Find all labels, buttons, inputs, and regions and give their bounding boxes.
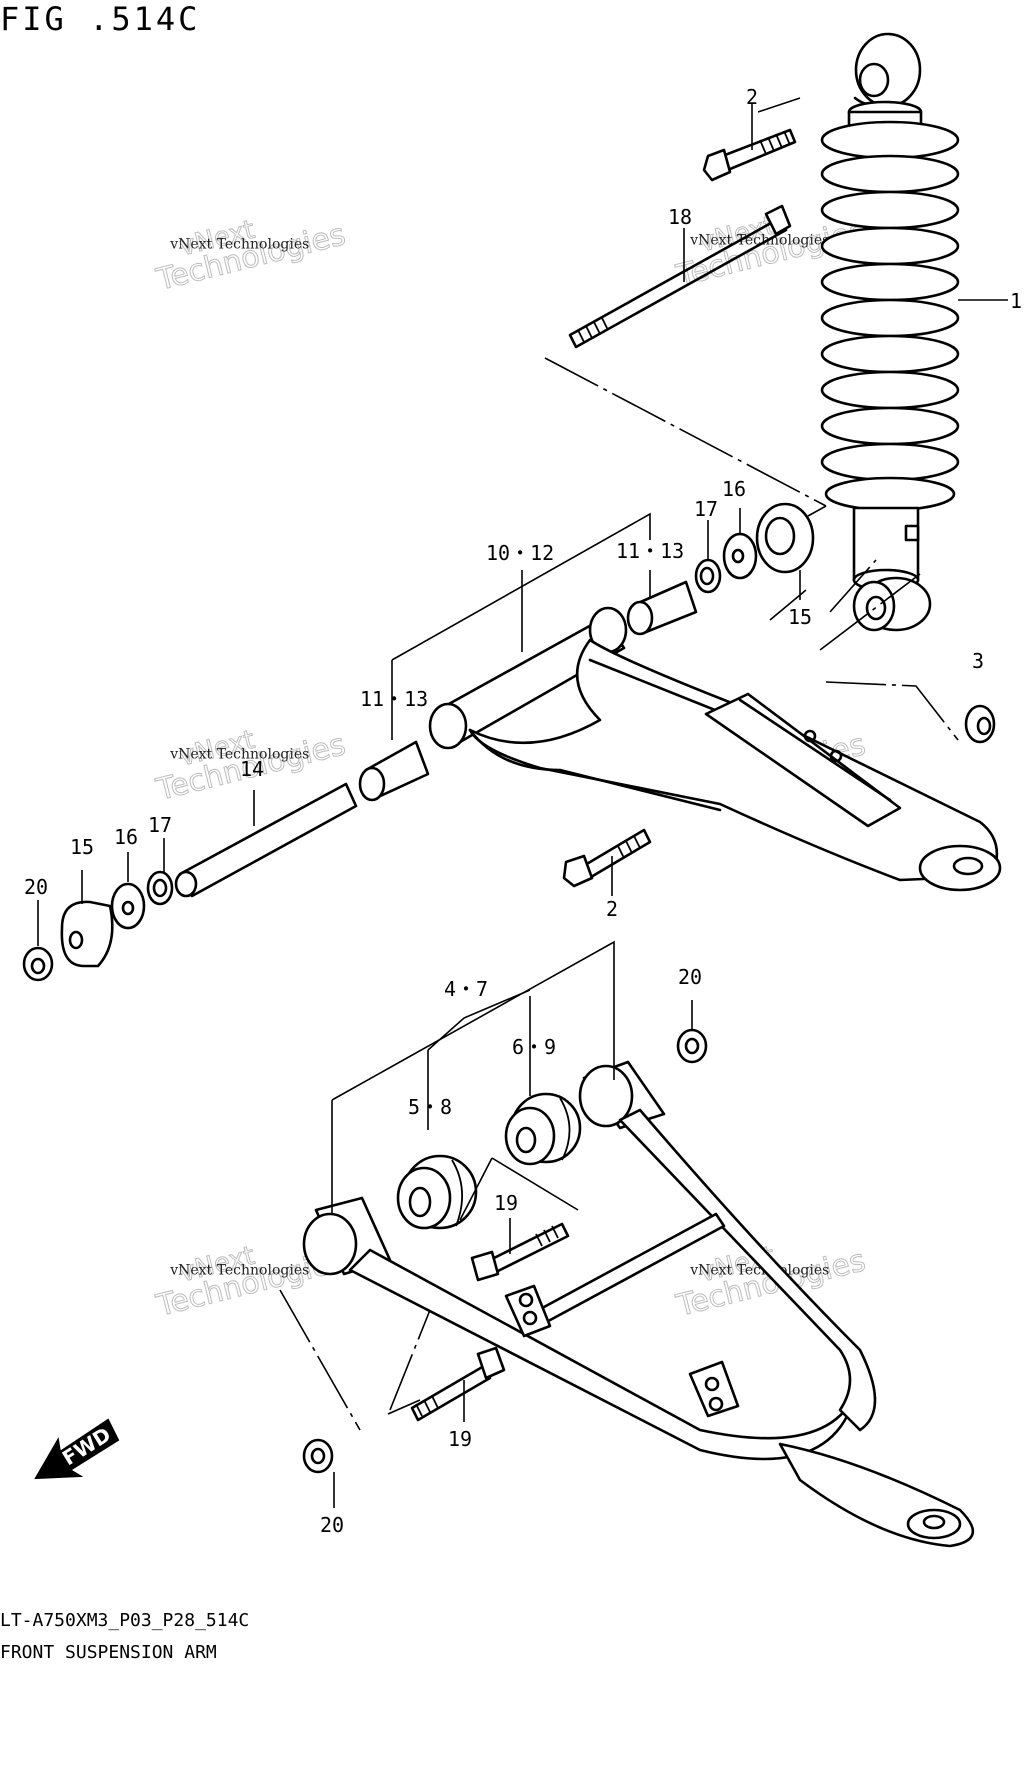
bolt-19-upper — [470, 1222, 570, 1282]
leader-lines — [37, 97, 1008, 1508]
svg-text:vNext Technologies: vNext Technologies — [169, 236, 309, 252]
figure-title: FIG .514C — [0, 0, 201, 38]
callout-15-upper: 15 — [788, 605, 812, 629]
callout-19-upper: 19 — [494, 1191, 518, 1215]
callout-10-12: 10・12 — [486, 541, 554, 565]
ring-17-upper — [694, 558, 722, 594]
bushing-6-9 — [504, 1092, 582, 1166]
collar-15-lower — [60, 900, 114, 968]
bushing-11-13-upper — [626, 580, 698, 636]
lower-arm — [302, 1060, 975, 1548]
callout-2-mid: 2 — [606, 897, 618, 921]
callout-17-upper: 17 — [694, 497, 718, 521]
bolt-2-top — [702, 128, 797, 182]
callout-11-13-upper: 11・13 — [616, 539, 684, 563]
callout-3: 3 — [972, 649, 984, 673]
callout-16-upper: 16 — [722, 477, 746, 501]
fwd-arrow-icon: FWD — [34, 1418, 120, 1480]
shock-absorber — [820, 32, 960, 632]
pipe-14 — [174, 782, 358, 898]
svg-text:vNext Technologies: vNext Technologies — [169, 746, 309, 762]
bolt-19-lower — [410, 1346, 506, 1422]
figure-name: FRONT SUSPENSION ARM — [0, 1642, 217, 1663]
callout-20-bottom: 20 — [320, 1513, 344, 1537]
nut-20-upper — [22, 946, 54, 982]
ring-17-lower — [146, 870, 174, 906]
bolt-18-long — [568, 204, 792, 349]
callout-11-13-lower: 11・13 — [360, 687, 428, 711]
upper-arm — [428, 606, 1002, 892]
bushing-11-13-lower — [358, 740, 430, 802]
washer-16-lower — [110, 882, 146, 930]
callout-6-9: 6・9 — [512, 1035, 556, 1059]
svg-text:vNext Technologies: vNext Technologies — [689, 232, 829, 248]
callout-2-top: 2 — [746, 85, 758, 109]
washer-16-upper — [722, 532, 758, 580]
watermark-mid-left: vNext Technologies vNext Technologies — [152, 724, 349, 808]
bolt-2-mid — [562, 828, 652, 888]
callout-14: 14 — [240, 757, 264, 781]
coil-spring — [820, 120, 960, 512]
callout-20-right: 20 — [678, 965, 702, 989]
nut-20-right — [676, 1028, 708, 1064]
callout-19-lower: 19 — [448, 1427, 472, 1451]
svg-text:vNext Technologies: vNext Technologies — [169, 1262, 309, 1278]
collar-15-upper — [755, 502, 815, 574]
callout-1: 1 — [1010, 289, 1022, 313]
model-code: LT-A750XM3_P03_P28_514C — [0, 1610, 250, 1631]
nut-3 — [964, 704, 996, 744]
callout-4-7: 4・7 — [444, 977, 488, 1001]
callout-20-upper: 20 — [24, 875, 48, 899]
svg-text:vNext Technologies: vNext Technologies — [689, 1262, 829, 1278]
callout-17-lower: 17 — [148, 813, 172, 837]
svg-text:FWD: FWD — [58, 1422, 115, 1470]
callout-5-8: 5・8 — [408, 1095, 452, 1119]
callout-labels: 1 2 18 17 16 15 3 11・13 10・12 11・13 14 1… — [24, 85, 1022, 1537]
watermark-top-left: vNext Technologies vNext Technologies — [152, 214, 349, 298]
bushing-5-8 — [396, 1154, 478, 1230]
nut-20-bottom — [302, 1438, 334, 1474]
callout-18: 18 — [668, 205, 692, 229]
callout-16-lower: 16 — [114, 825, 138, 849]
callout-15-lower: 15 — [70, 835, 94, 859]
